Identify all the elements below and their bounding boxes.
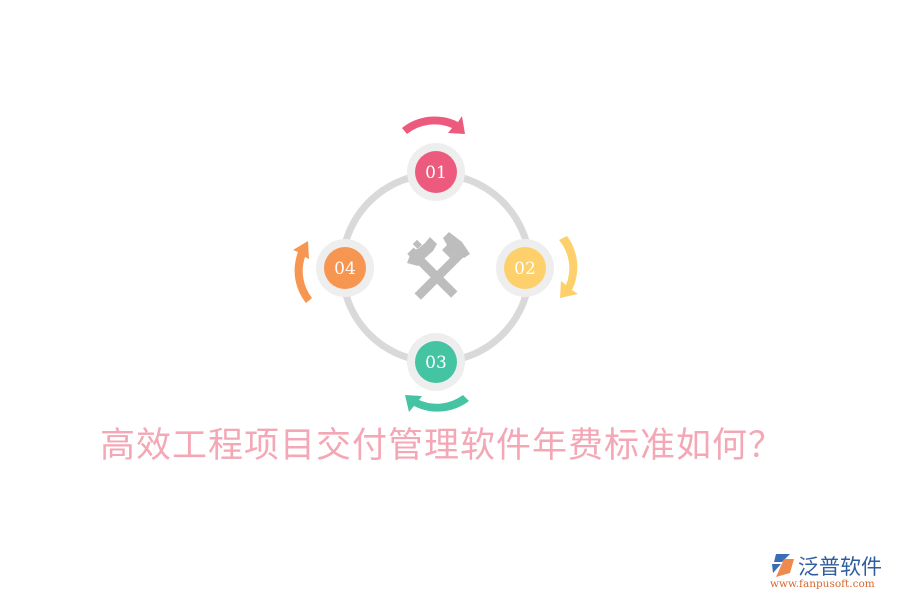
brand-logo: 泛普软件 www.fanpusoft.com: [768, 551, 896, 595]
node-04-label: 04: [334, 259, 356, 279]
node-04: 04: [316, 239, 374, 297]
node-04-badge: [324, 247, 366, 289]
node-01-badge: [415, 151, 457, 193]
node-02-label: 02: [514, 259, 536, 279]
node-01-label: 01: [425, 163, 447, 183]
crossed-hammers-icon: [407, 232, 470, 300]
node-02-badge: [504, 247, 546, 289]
page-title: 高效工程项目交付管理软件年费标准如何？: [100, 426, 785, 466]
node-03-badge: [415, 341, 457, 383]
brand-url: www.fanpusoft.com: [770, 578, 875, 590]
fanpu-logo-icon: [772, 554, 794, 577]
arrow-icon-bottom: [405, 395, 469, 412]
node-03-label: 03: [425, 353, 447, 373]
arrow-icon-right: [559, 236, 578, 298]
node-01: 01: [407, 143, 465, 201]
brand-name: 泛普软件: [798, 555, 882, 579]
arrow-icon-top: [402, 116, 465, 134]
node-03: 03: [407, 333, 465, 391]
arrow-icon-left: [293, 241, 312, 303]
node-02: 02: [496, 239, 554, 297]
